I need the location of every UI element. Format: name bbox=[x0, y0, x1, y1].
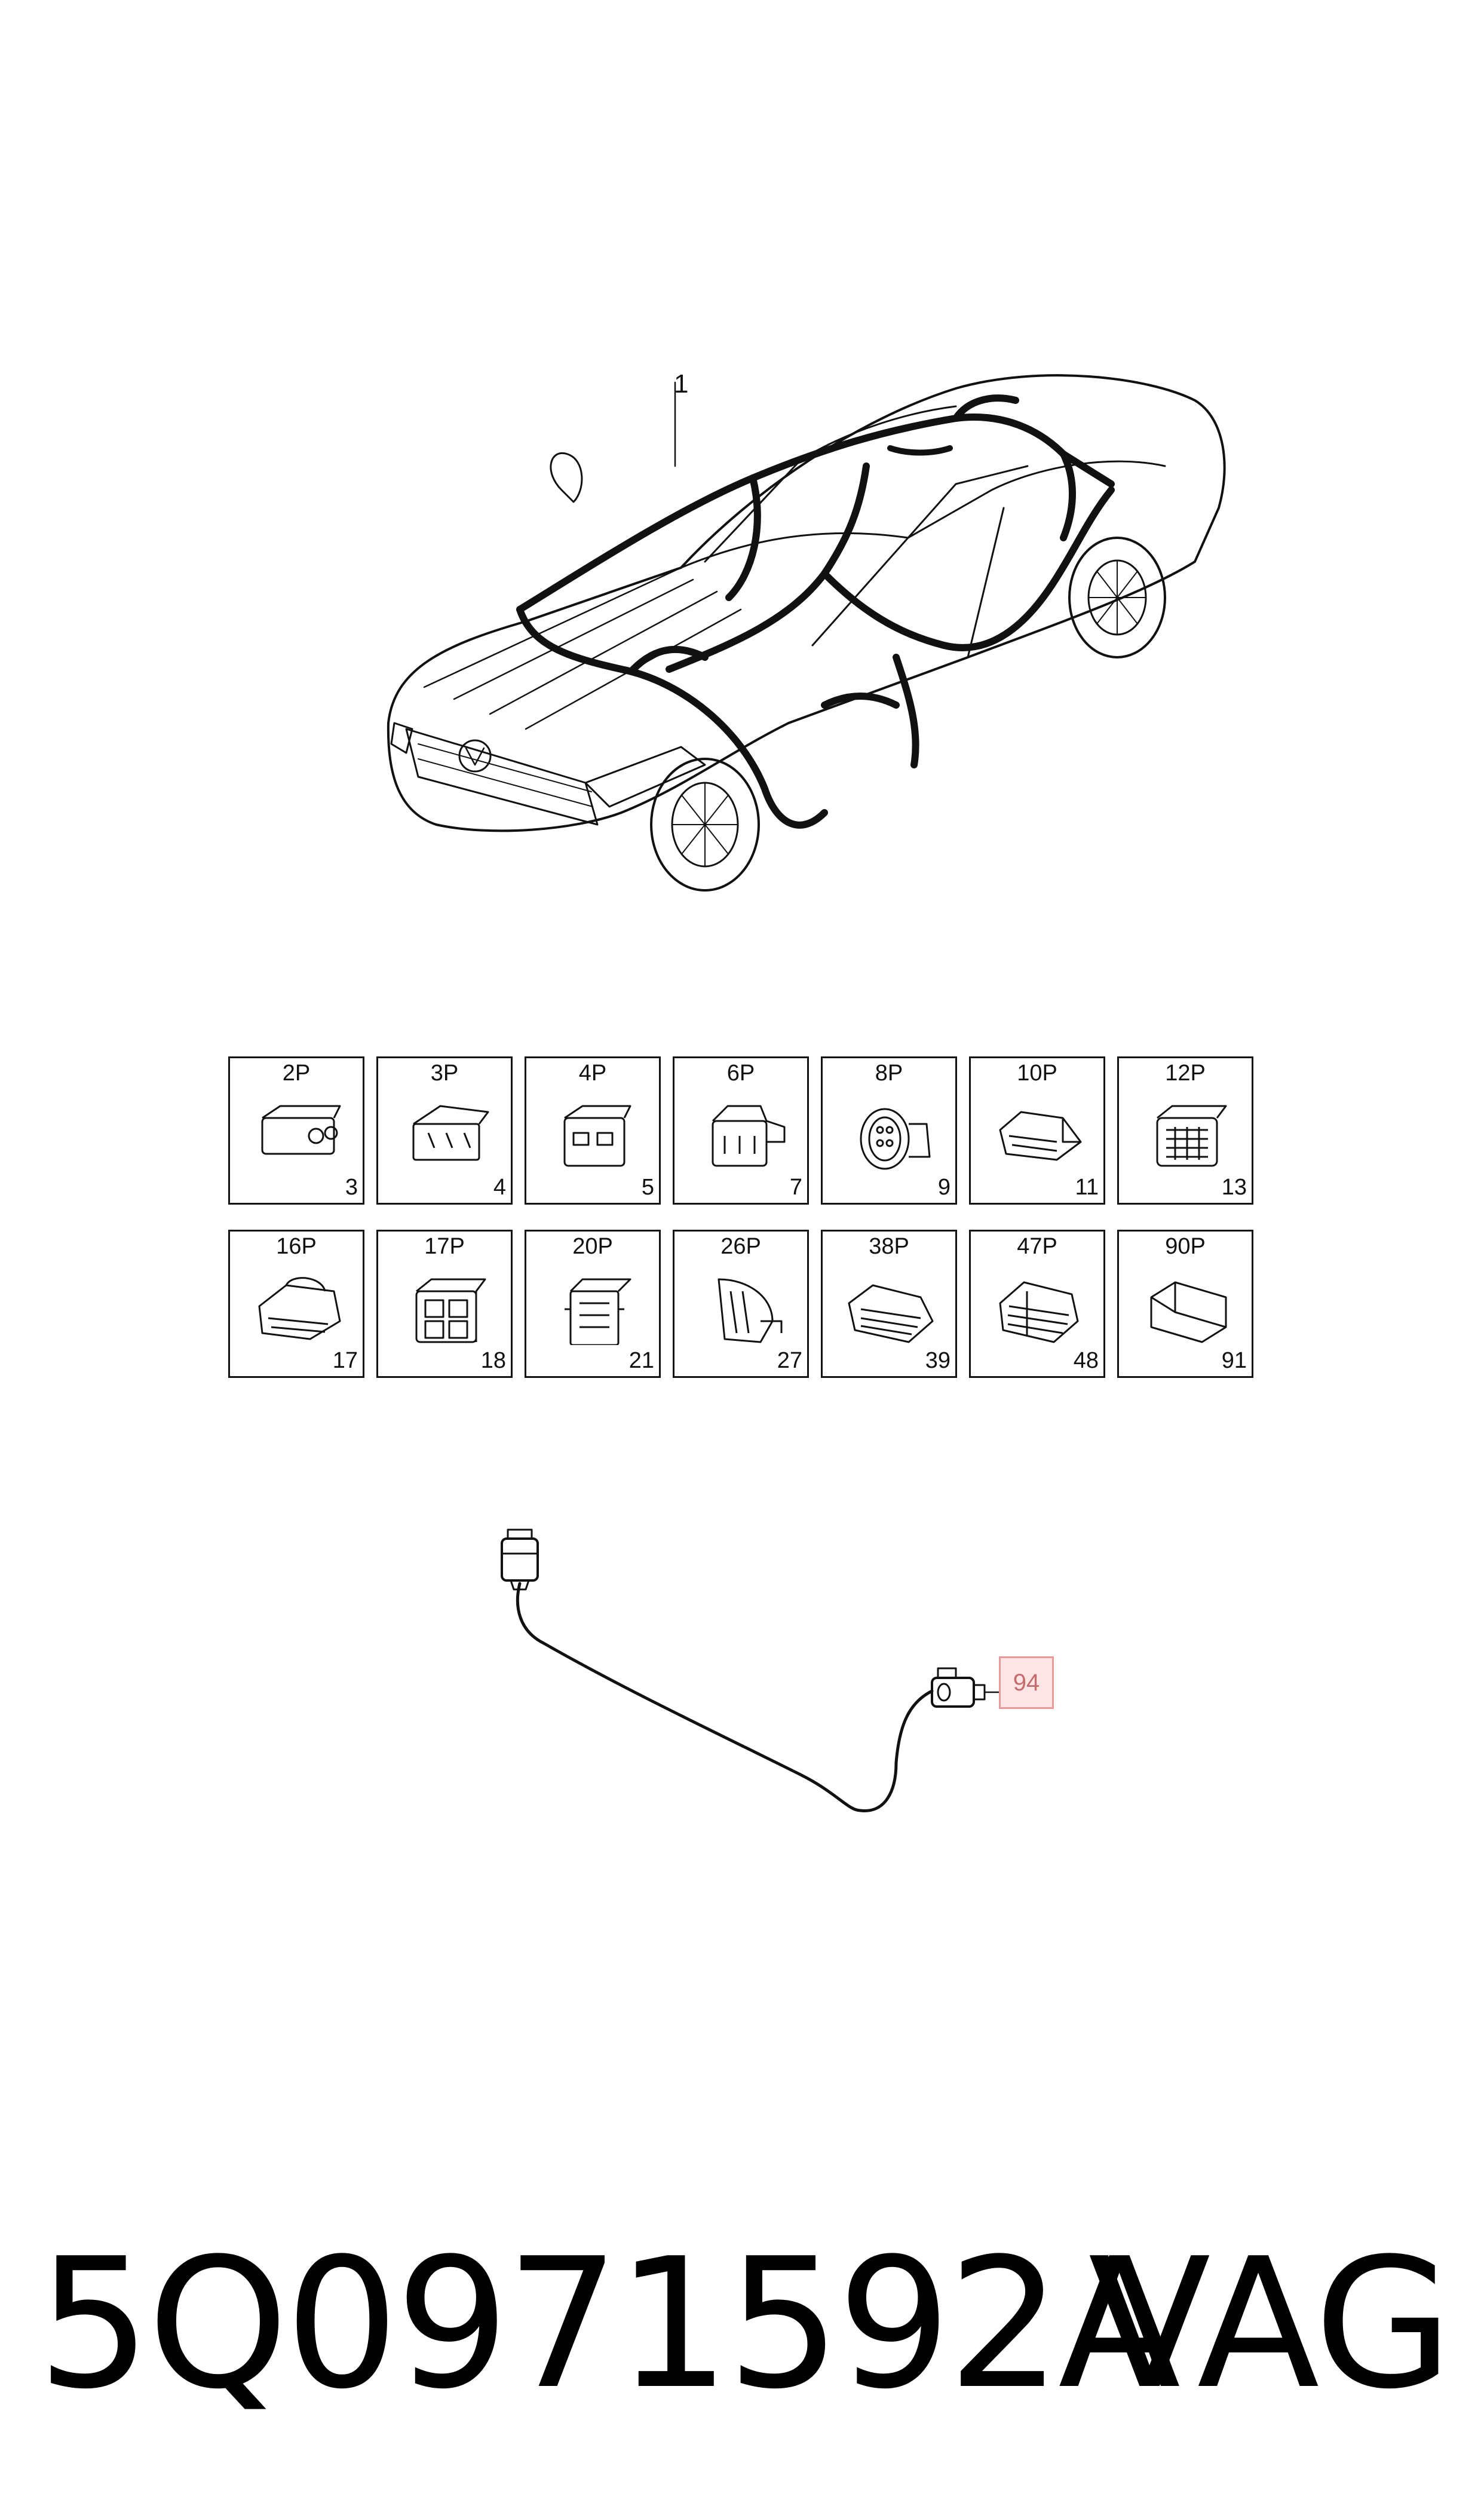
connector-47p-icon bbox=[999, 1281, 1079, 1343]
connector-part-number: 3 bbox=[345, 1175, 358, 1200]
connector-pin-count: 16P bbox=[276, 1234, 317, 1259]
connector-part-number: 9 bbox=[937, 1175, 951, 1200]
connector-cell-4p: 4P 5 bbox=[525, 1056, 661, 1205]
connector-pin-count: 2P bbox=[282, 1061, 311, 1086]
connector-part-number: 7 bbox=[789, 1175, 802, 1200]
connector-38p-icon bbox=[848, 1284, 934, 1343]
connector-part-number: 17 bbox=[332, 1348, 358, 1373]
connector-cell-17p: 17P 18 bbox=[376, 1230, 513, 1378]
connector-cell-38p: 38P 39 bbox=[821, 1230, 957, 1378]
connector-cell-16p: 16P 17 bbox=[228, 1230, 364, 1378]
connector-4p-icon bbox=[563, 1105, 631, 1167]
connector-pin-count: 26P bbox=[720, 1234, 761, 1259]
harness-cable-illustration bbox=[501, 1528, 1000, 1812]
connector-pin-count: 6P bbox=[726, 1061, 755, 1086]
brand-name: VAG bbox=[1088, 2220, 1453, 2428]
connector-part-number: 21 bbox=[628, 1348, 654, 1373]
connector-cell-6p: 6P 7 bbox=[673, 1056, 809, 1205]
connector-cell-47p: 47P 48 bbox=[969, 1230, 1105, 1378]
connector-pin-count: 47P bbox=[1017, 1234, 1057, 1259]
connector-part-number: 11 bbox=[1075, 1175, 1099, 1200]
connector-cell-20p: 20P 21 bbox=[525, 1230, 661, 1378]
connector-cell-2p: 2P 3 bbox=[228, 1056, 364, 1205]
connector-26p-icon bbox=[718, 1278, 783, 1343]
connector-cell-3p: 3P 4 bbox=[376, 1056, 513, 1205]
connector-17p-icon bbox=[415, 1278, 486, 1343]
connector-part-number: 13 bbox=[1221, 1175, 1247, 1200]
connector-12p-icon bbox=[1156, 1105, 1227, 1167]
connector-table: 2P 3 3P 4 4P 5 6P 7 8P 9 10P 11 12P 13 16P 17 17P 18 20P 21… bbox=[228, 1056, 1262, 1379]
connector-part-number: 4 bbox=[493, 1175, 506, 1200]
connector-8p-icon bbox=[860, 1108, 931, 1170]
connector-pin-count: 17P bbox=[424, 1234, 465, 1259]
connector-part-number: 18 bbox=[480, 1348, 506, 1373]
connector-pin-count: 8P bbox=[875, 1061, 903, 1086]
connector-part-number: 91 bbox=[1221, 1348, 1247, 1373]
car-harness-illustration bbox=[387, 374, 1226, 892]
connector-cell-8p: 8P 9 bbox=[821, 1056, 957, 1205]
connector-90p-icon bbox=[1150, 1281, 1227, 1343]
connector-part-number: 39 bbox=[925, 1348, 951, 1373]
connector-10p-icon bbox=[999, 1111, 1082, 1161]
connector-part-number: 48 bbox=[1073, 1348, 1099, 1373]
connector-2p-icon bbox=[261, 1105, 341, 1155]
connector-cell-12p: 12P 13 bbox=[1117, 1056, 1253, 1205]
callout-harness-1: 1 bbox=[674, 369, 689, 399]
connector-pin-count: 12P bbox=[1165, 1061, 1206, 1086]
callout-part-94: 94 bbox=[999, 1656, 1054, 1709]
connector-cell-26p: 26P 27 bbox=[673, 1230, 809, 1378]
connector-pin-count: 20P bbox=[572, 1234, 613, 1259]
connector-20p-icon bbox=[565, 1278, 631, 1345]
connector-part-number: 27 bbox=[777, 1348, 802, 1373]
part-number: 5Q0971592A bbox=[37, 2220, 1181, 2428]
connector-cell-90p: 90P 91 bbox=[1117, 1230, 1253, 1378]
connector-6p-icon bbox=[712, 1105, 786, 1167]
connector-3p-icon bbox=[412, 1105, 489, 1161]
connector-pin-count: 4P bbox=[578, 1061, 607, 1086]
connector-pin-count: 90P bbox=[1165, 1234, 1206, 1259]
connector-pin-count: 10P bbox=[1017, 1061, 1057, 1086]
connector-16p-icon bbox=[258, 1277, 341, 1340]
connector-part-number: 5 bbox=[641, 1175, 654, 1200]
connector-pin-count: 3P bbox=[430, 1061, 459, 1086]
connector-pin-count: 38P bbox=[869, 1234, 909, 1259]
connector-cell-10p: 10P 11 bbox=[969, 1056, 1105, 1205]
